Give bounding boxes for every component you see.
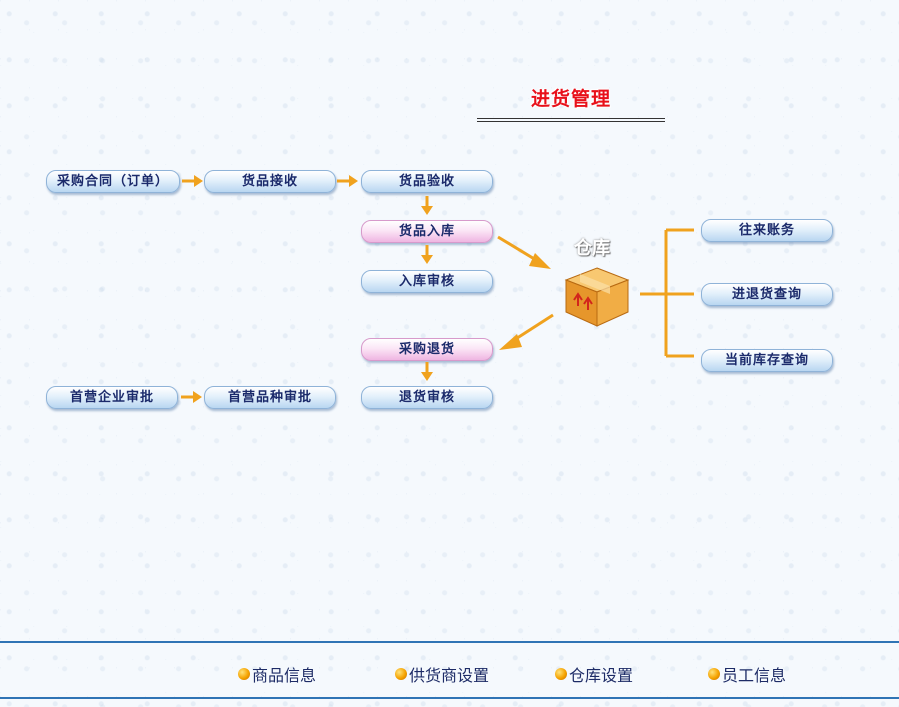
arrow-right-icon (181, 391, 202, 403)
orange-bullet-icon (555, 668, 567, 680)
arrow-right-icon (337, 175, 358, 187)
package-box-icon[interactable] (562, 264, 632, 328)
arrow-right-icon (182, 175, 203, 187)
footer-link-label: 供货商设置 (409, 666, 490, 685)
footer-link-staff-info[interactable]: 员工信息 (708, 662, 786, 686)
footer-link-supplier-settings[interactable]: 供货商设置 (395, 662, 489, 686)
orange-bullet-icon (238, 668, 250, 680)
purchase-contract-button[interactable]: 采购合同（订单） (46, 170, 180, 193)
footer-link-goods-info[interactable]: 商品信息 (238, 662, 316, 686)
arrow-down-icon (421, 362, 433, 381)
title-underline-2 (477, 121, 665, 122)
footer-top-line (0, 641, 899, 643)
footer-link-warehouse-settings[interactable]: 仓库设置 (555, 662, 633, 686)
title-underline (477, 118, 665, 119)
arrow-to-warehouse-icon (497, 235, 551, 269)
accounts-button[interactable]: 往来账务 (701, 219, 833, 242)
stock-in-audit-button[interactable]: 入库审核 (361, 270, 493, 293)
orange-bullet-icon (395, 668, 407, 680)
arrow-down-icon (421, 196, 433, 215)
goods-receive-button[interactable]: 货品接收 (204, 170, 336, 193)
first-enterprise-approval-button[interactable]: 首营企业审批 (46, 386, 178, 409)
footer-link-label: 仓库设置 (569, 666, 634, 685)
first-variety-approval-button[interactable]: 首营品种审批 (204, 386, 336, 409)
arrow-from-warehouse-icon (499, 313, 554, 350)
footer-link-label: 商品信息 (252, 666, 317, 685)
current-stock-query-button[interactable]: 当前库存查询 (701, 349, 833, 372)
orange-bullet-icon (708, 668, 720, 680)
in-return-query-button[interactable]: 进退货查询 (701, 283, 833, 306)
footer-link-label: 员工信息 (722, 666, 787, 685)
purchase-return-button[interactable]: 采购退货 (361, 338, 493, 361)
return-audit-button[interactable]: 退货审核 (361, 386, 493, 409)
page-title: 进货管理 (530, 88, 611, 110)
goods-inspect-button[interactable]: 货品验收 (361, 170, 493, 193)
arrow-down-icon (421, 245, 433, 264)
goods-stock-in-button[interactable]: 货品入库 (361, 220, 493, 243)
footer-bottom-line (0, 697, 899, 699)
bracket-connector (640, 228, 694, 358)
warehouse-label: 仓库 (574, 238, 610, 259)
